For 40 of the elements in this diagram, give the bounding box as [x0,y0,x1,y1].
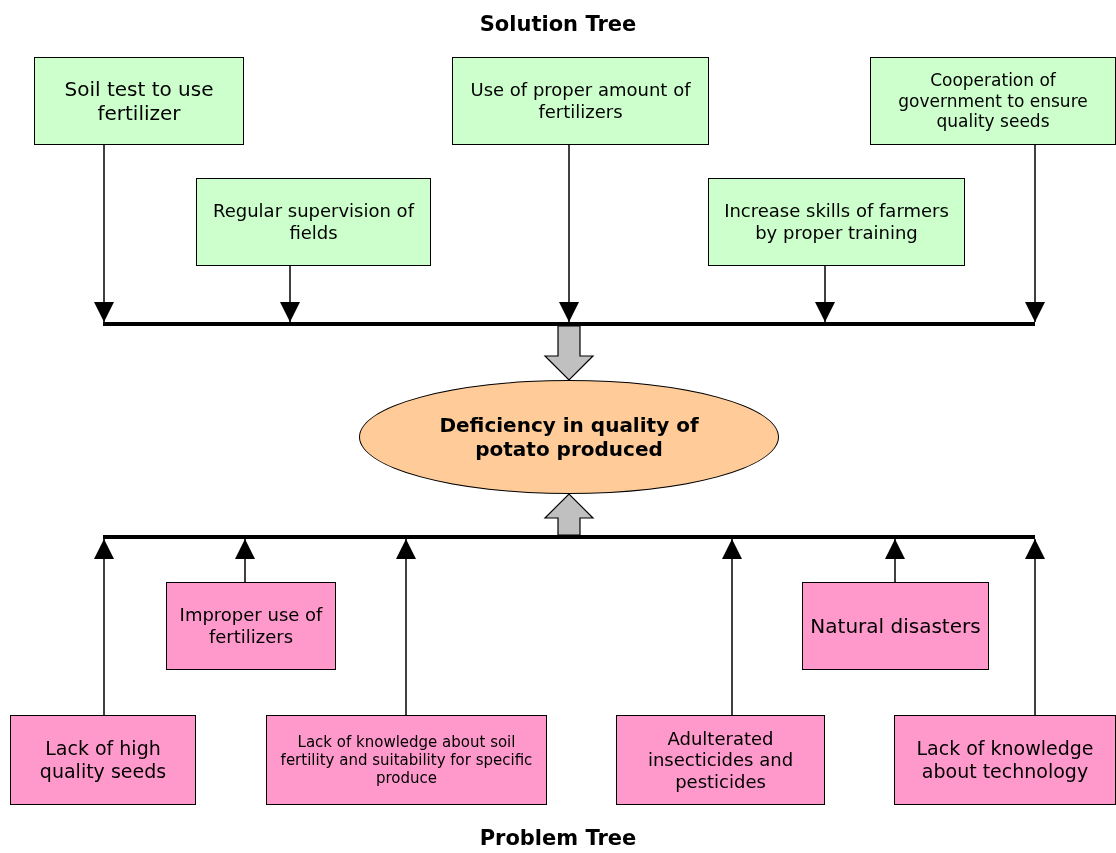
box-text: Regular supervision of fields [212,200,416,244]
diagram-title: Solution Tree [478,12,638,36]
arrow [396,538,416,716]
text-box [34,57,244,145]
text-box [894,715,1116,805]
arrow [559,144,579,323]
block-arrow [543,325,595,381]
arrow [280,265,300,323]
arrow [235,538,255,583]
arrow [1025,144,1045,323]
box-text: Adulterated insecticides and pesticides [646,727,795,793]
text-box [452,57,709,145]
box-text: Increase skills of farmers by proper training [723,200,950,244]
text-box [196,178,431,266]
arrow [815,265,835,323]
box-text: Soil test to use fertilizer [63,77,215,125]
arrow [1025,538,1045,716]
text-box [616,715,825,805]
bar [103,322,1035,326]
box-text: Lack of knowledge about technology [915,737,1095,783]
box-text: Lack of knowledge about soil fertility and suitability for specific produce [279,733,534,787]
arrow [722,538,742,716]
box-text: Improper use of fertilizers [178,604,324,648]
diagram-caption: Problem Tree [478,826,638,850]
text-box [10,715,196,805]
text-box [166,582,336,670]
box-text: Natural disasters [809,614,982,638]
box-text: Cooperation of government to ensure quality seeds [897,70,1089,132]
bar [103,535,1035,539]
text-box [708,178,965,266]
arrow [94,144,114,323]
problem-text: Deficiency in quality of potato produced [438,413,700,461]
block-arrow [543,493,595,536]
box-text: Use of proper amount of fertilizers [469,79,692,123]
text-box [802,582,989,670]
box-text: Lack of high quality seeds [38,737,168,783]
arrow [94,538,114,716]
arrow [885,538,905,583]
text-box [870,57,1116,145]
text-box [266,715,547,805]
